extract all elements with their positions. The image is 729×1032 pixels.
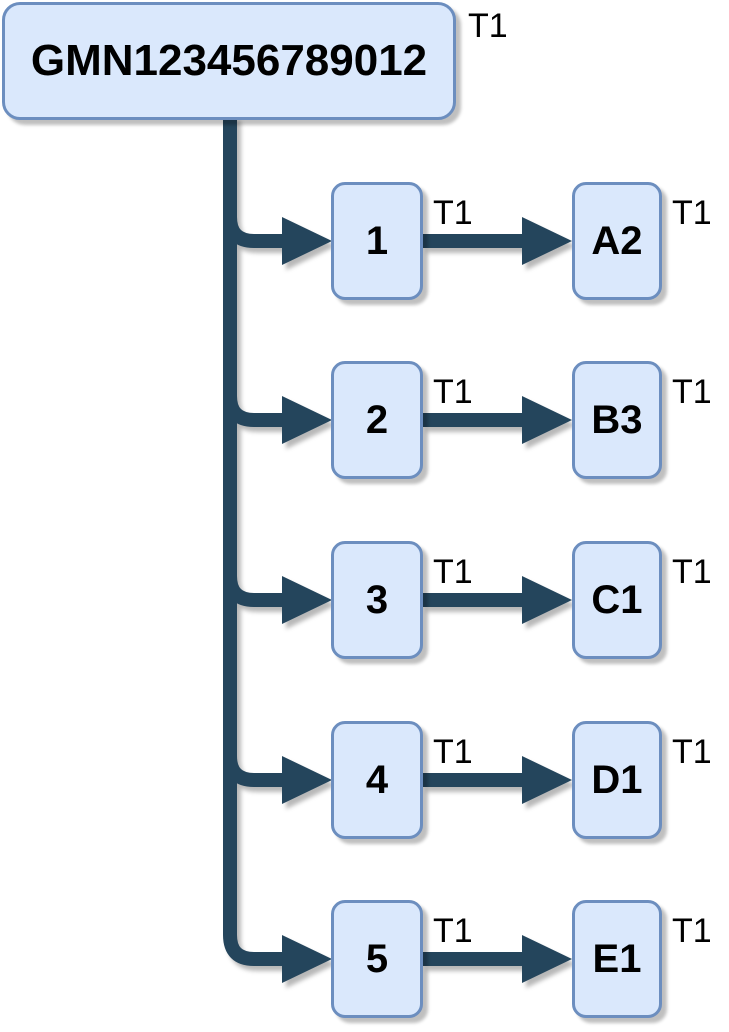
root-node: GMN123456789012 [2, 2, 456, 120]
trunk-branch-connector-3 [223, 116, 284, 607]
target-node-B3: B3 [572, 361, 662, 479]
arrowhead-1-to-A2 [522, 217, 572, 265]
source-node-4-tag: T1 [433, 733, 473, 771]
branch-arrowhead-5 [282, 935, 332, 983]
source-node-3: 3 [331, 541, 423, 659]
arrowhead-2-to-B3 [522, 396, 572, 444]
target-node-D1-tag: T1 [672, 733, 712, 771]
target-node-E1: E1 [572, 900, 662, 1018]
source-node-1: 1 [331, 182, 423, 300]
trunk-branch-connector-5 [223, 116, 284, 966]
trunk-branch-connector-1 [223, 116, 284, 248]
target-node-E1-tag: T1 [672, 912, 712, 950]
trunk-branch-connector-4 [223, 116, 284, 787]
source-node-5: 5 [331, 900, 423, 1018]
arrowhead-5-to-E1 [522, 935, 572, 983]
trunk-branch-connector-2 [223, 116, 284, 427]
target-node-B3-tag: T1 [672, 373, 712, 411]
branch-arrowhead-3 [282, 576, 332, 624]
target-node-A2-tag: T1 [672, 194, 712, 232]
target-node-C1: C1 [572, 541, 662, 659]
branch-arrowhead-2 [282, 396, 332, 444]
source-node-4: 4 [331, 721, 423, 839]
branch-arrowhead-4 [282, 756, 332, 804]
target-node-A2: A2 [572, 182, 662, 300]
source-node-2-tag: T1 [433, 373, 473, 411]
source-node-5-tag: T1 [433, 912, 473, 950]
branch-arrowhead-1 [282, 217, 332, 265]
root-node-tag: T1 [468, 7, 508, 45]
source-node-1-tag: T1 [433, 194, 473, 232]
target-node-C1-tag: T1 [672, 553, 712, 591]
arrowhead-4-to-D1 [522, 756, 572, 804]
source-node-3-tag: T1 [433, 553, 473, 591]
arrowhead-3-to-C1 [522, 576, 572, 624]
source-node-2: 2 [331, 361, 423, 479]
target-node-D1: D1 [572, 721, 662, 839]
